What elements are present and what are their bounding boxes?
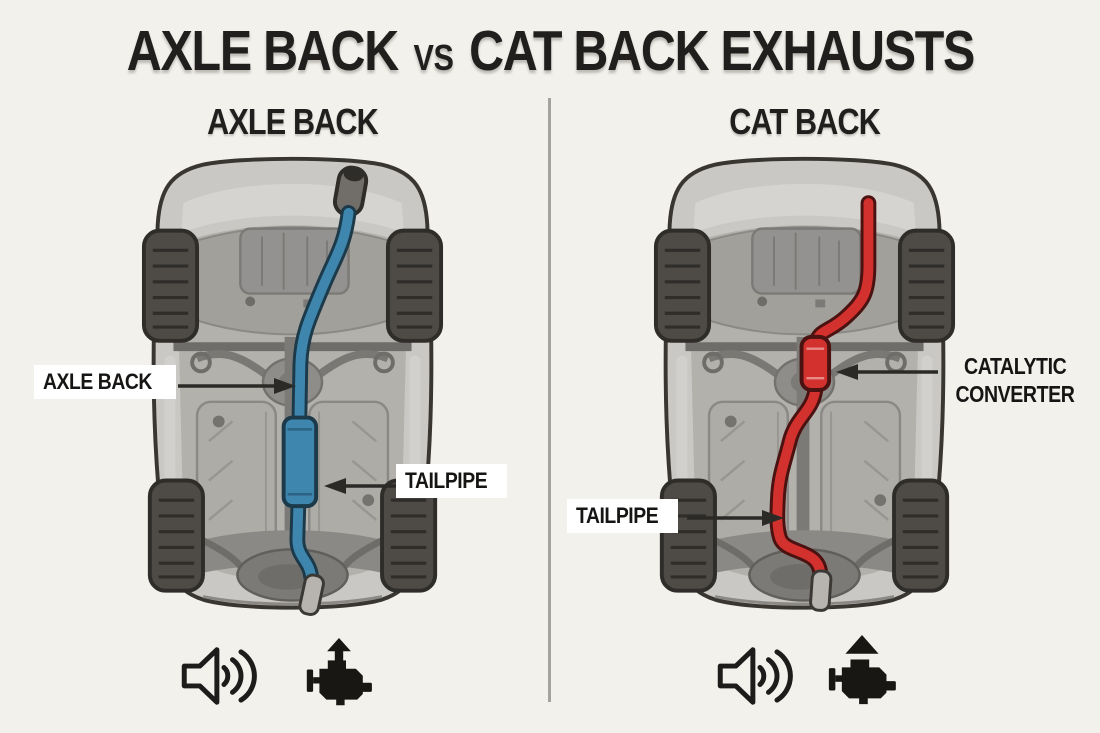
title-part-right: CAT BACK EXHAUSTS	[468, 19, 975, 83]
volume-loud-icon	[181, 647, 257, 705]
tailpipe-label-right: TAILPIPE	[567, 499, 679, 533]
title-part-left: AXLE BACK	[126, 19, 398, 83]
up-triangle-icon	[845, 635, 879, 654]
main-title: AXLE BACK VS CAT BACK EXHAUSTS	[0, 18, 1100, 84]
tailpipe-end	[809, 569, 833, 612]
speaker-horn	[181, 647, 220, 705]
cat-back-exhaust-pipe	[769, 195, 877, 581]
up-arrow-icon	[327, 638, 351, 662]
axle-back-exhaust-pipe	[281, 205, 357, 585]
title-vs: VS	[413, 37, 454, 78]
sound-waves	[221, 649, 257, 703]
cat-back-car-diagram	[652, 150, 957, 630]
volume-loud-icon	[717, 647, 793, 705]
axle-back-pipe-label: AXLE BACK	[34, 365, 176, 399]
sound-waves	[757, 649, 793, 703]
tailpipe-label-left: TAILPIPE	[396, 464, 508, 498]
muffler	[281, 415, 319, 509]
engine-icon	[306, 660, 372, 706]
catalytic-converter-label: CATALYTIC CONVERTER	[955, 353, 1075, 407]
exhaust-tip-top	[332, 165, 369, 217]
heading-cat-back: CAT BACK	[729, 101, 881, 142]
engine-power-up-arrow-icon	[306, 638, 372, 706]
engine-power-up-triangle-icon	[828, 635, 896, 705]
divider-line	[548, 98, 551, 702]
catalytic-converter	[799, 334, 832, 392]
speaker-horn	[717, 647, 756, 705]
axle-back-car-diagram	[140, 150, 445, 616]
tailpipe-end	[298, 573, 325, 616]
engine-icon	[828, 659, 896, 705]
heading-axle-back: AXLE BACK	[207, 101, 379, 142]
